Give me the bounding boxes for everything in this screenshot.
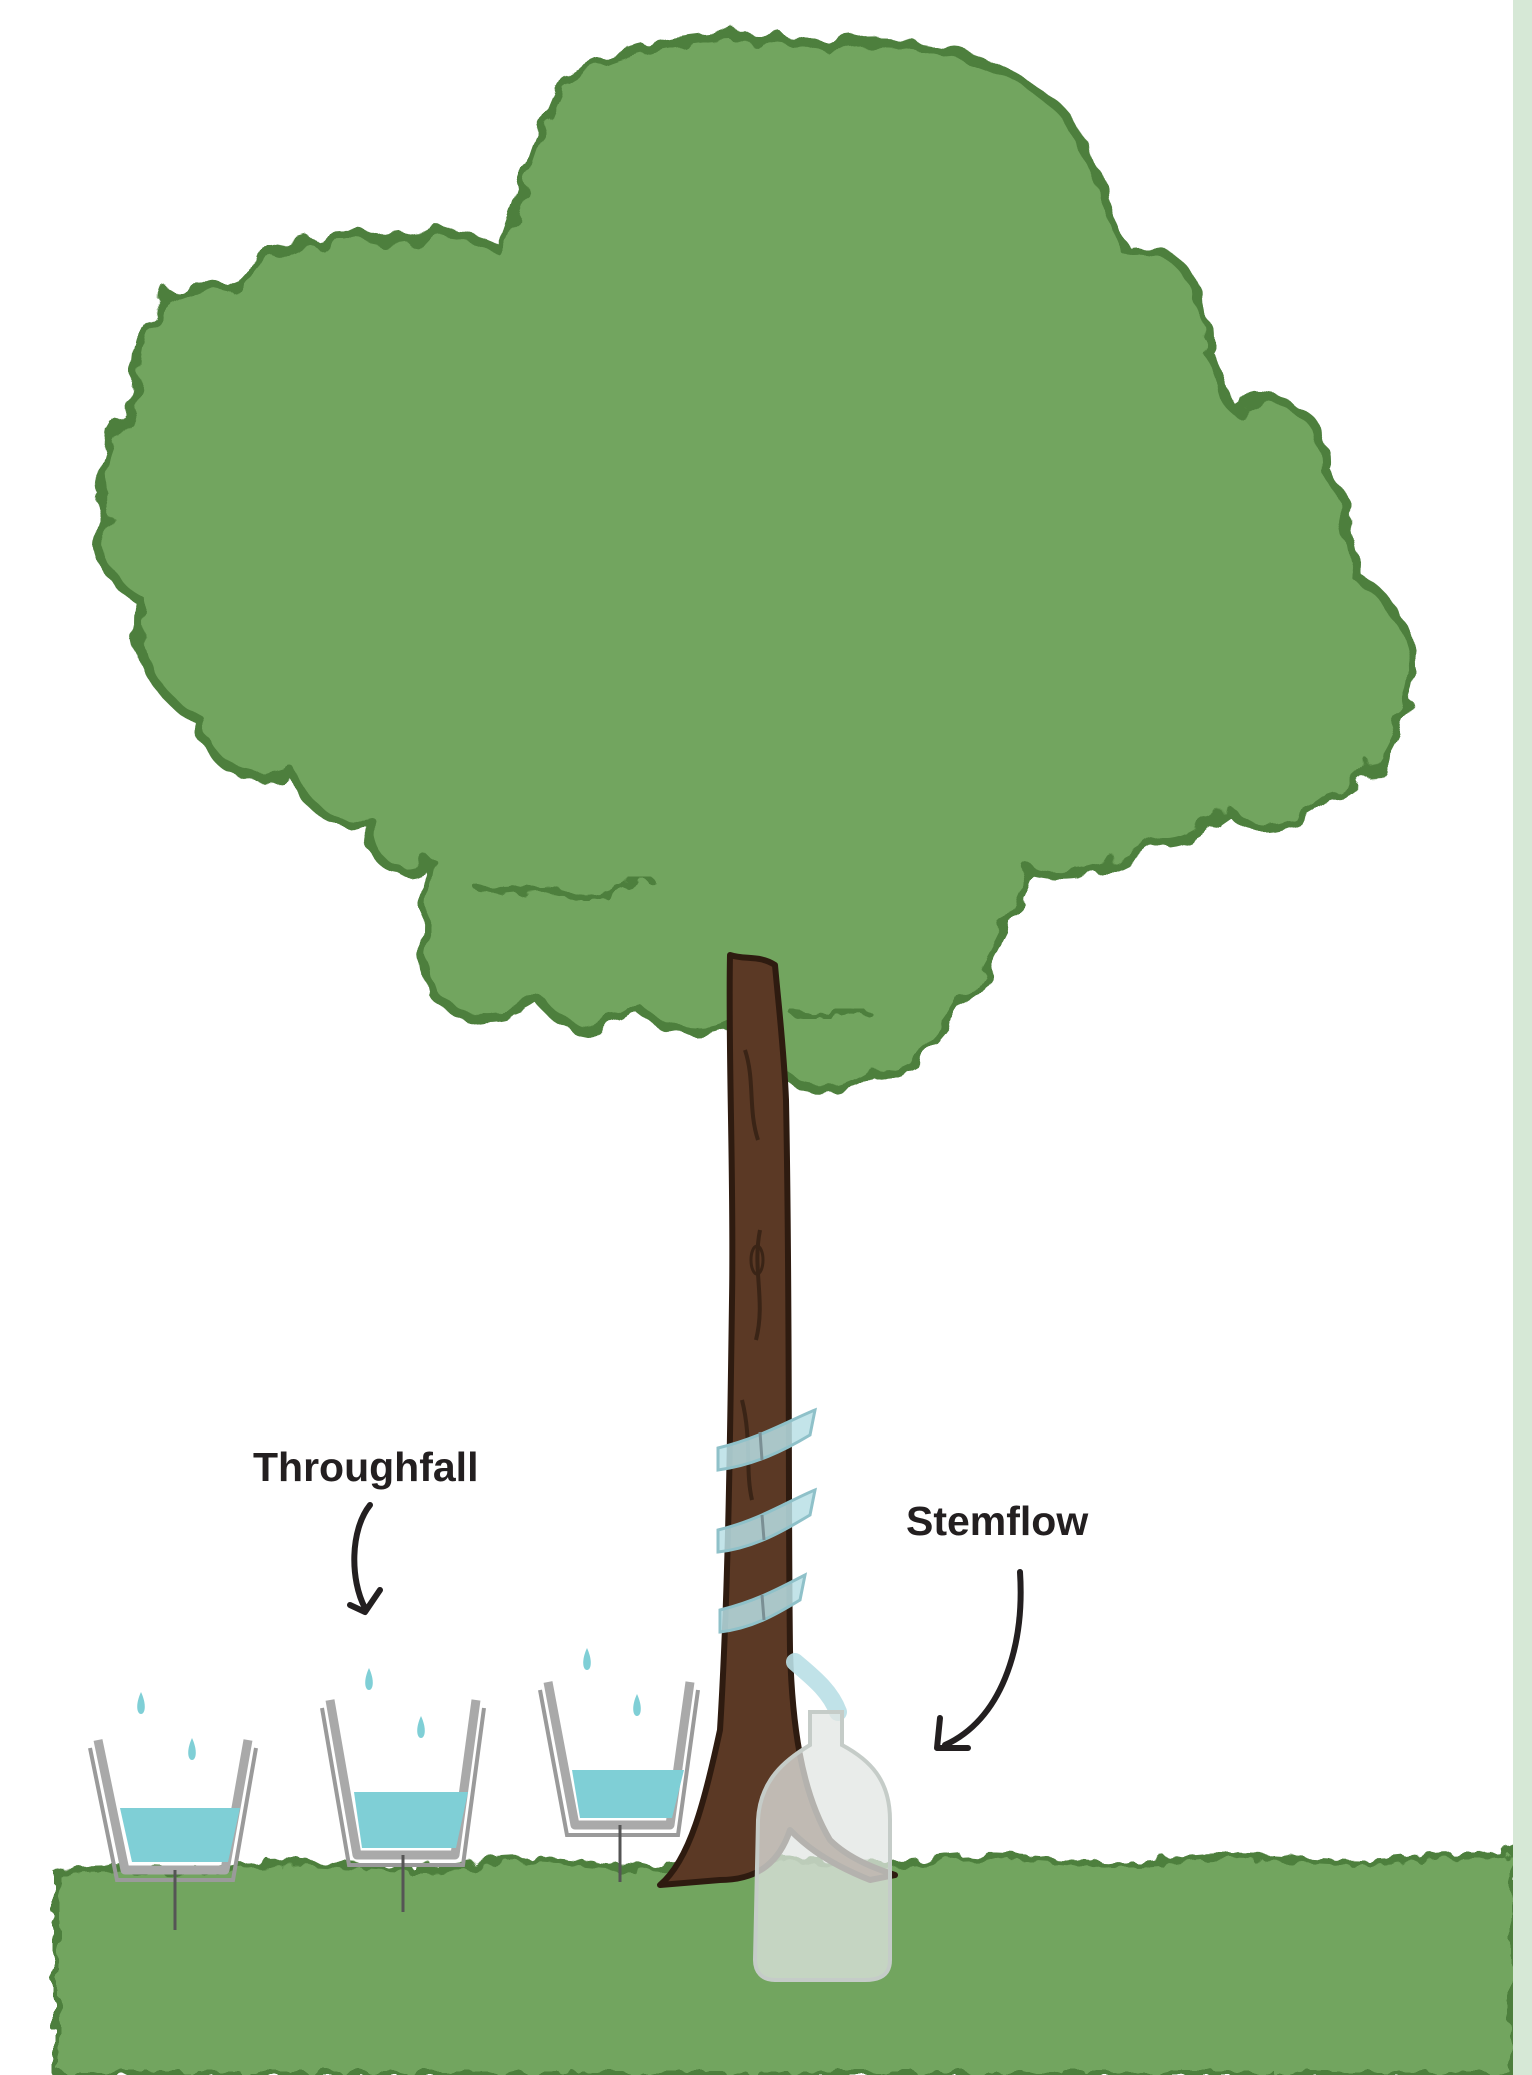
tree-trunk [660,955,895,1885]
stemflow-label: Stemflow [906,1501,1088,1542]
stemflow-arrow [937,1572,1021,1748]
throughfall-arrow [350,1505,380,1612]
right-border-strip [1513,0,1532,2075]
throughfall-label: Throughfall [253,1447,478,1488]
throughfall-collector-3 [540,1648,698,1882]
tree-canopy [102,36,1413,1089]
